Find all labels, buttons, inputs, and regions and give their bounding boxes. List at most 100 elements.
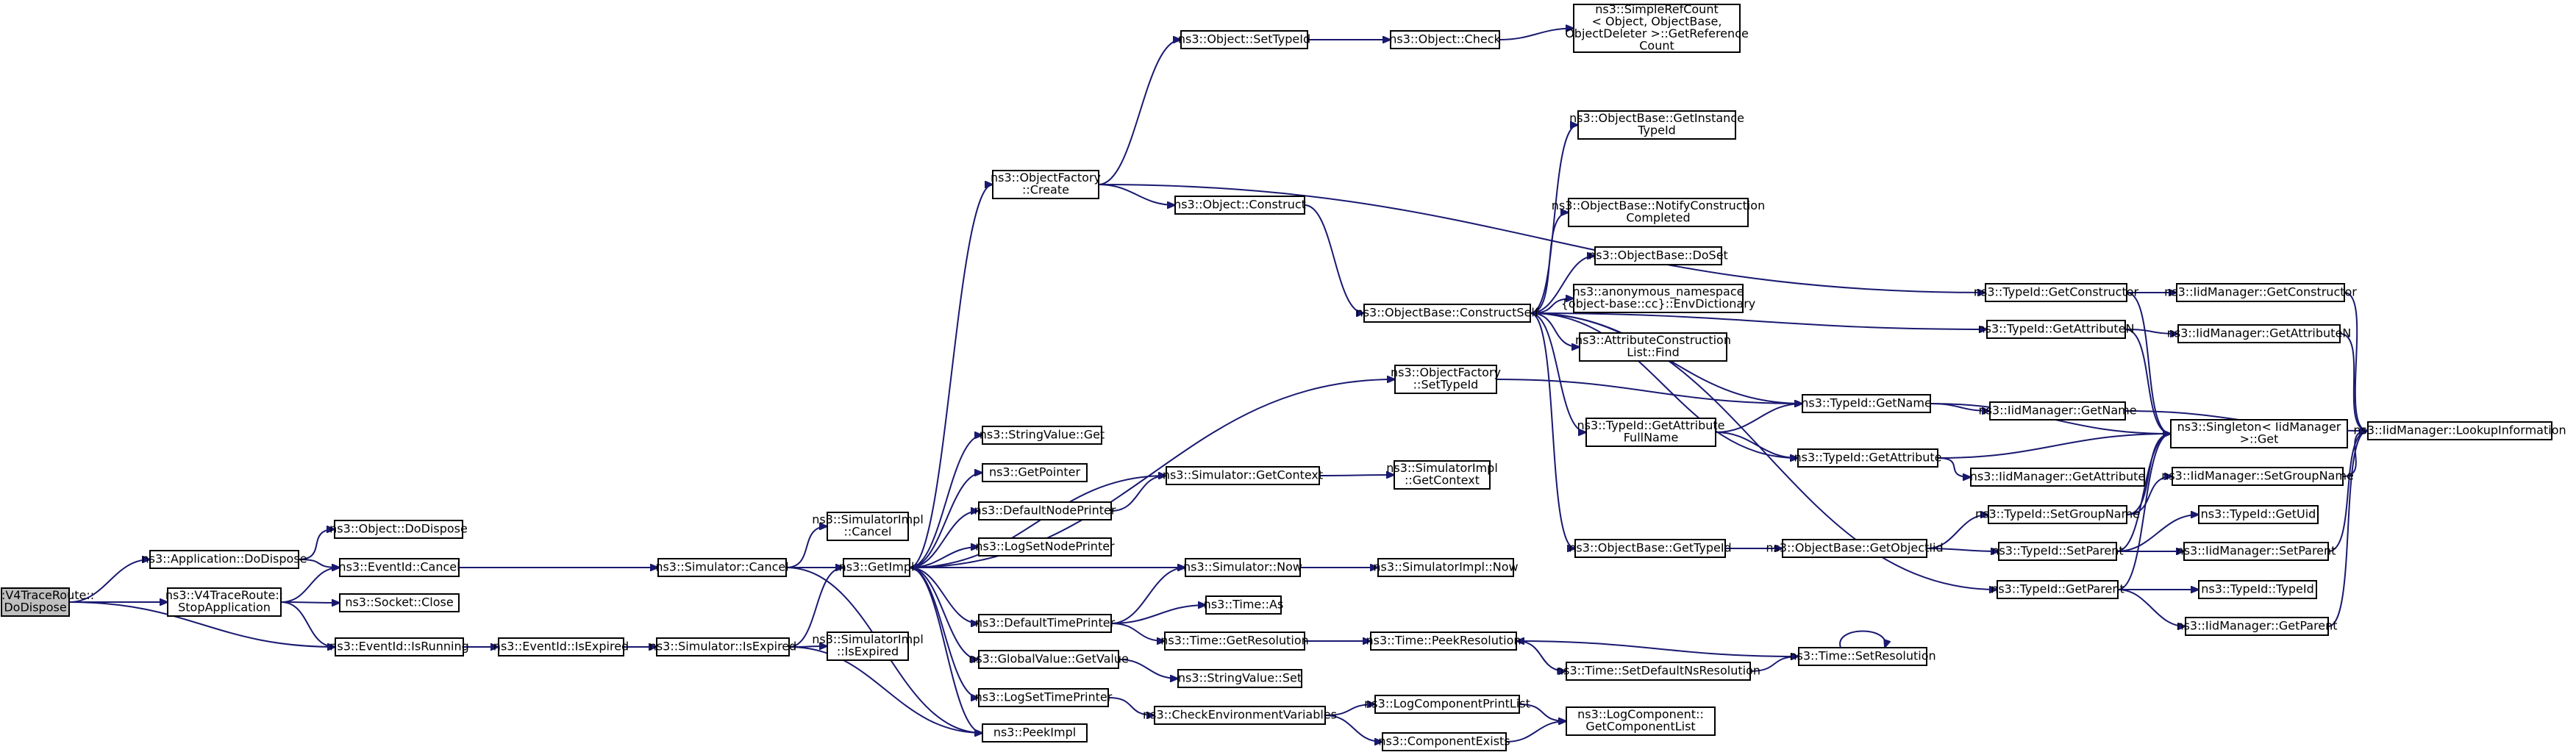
edge-tidGetParent-to-iidGetParent	[2117, 589, 2186, 626]
node-box	[978, 501, 1112, 520]
node-simImplNow[interactable]: ns3::SimulatorImpl::Now	[1373, 558, 1519, 577]
node-label: ns3::Object::DoDispose	[329, 521, 468, 535]
node-stringSet[interactable]: ns3::StringValue::Set	[1177, 669, 1302, 688]
node-defTimePrinter[interactable]: ns3::DefaultTimePrinter	[975, 614, 1116, 633]
node-obDoSet[interactable]: ns3::ObjectBase::DoSet	[1588, 246, 1728, 265]
node-timeGetRes[interactable]: ns3::Time::GetResolution	[1160, 631, 1309, 651]
node-isRunning[interactable]: ns3::EventId::IsRunning	[329, 637, 469, 656]
edge-stopApp-to-isRunning	[280, 601, 335, 647]
edge-tidGetParent-to-singletonGet	[2117, 434, 2171, 590]
edge-constructSelf-to-obDoSet	[1530, 256, 1595, 314]
node-box	[1377, 558, 1514, 577]
node-iidSetParent[interactable]: ns3::IidManager::SetParent	[2177, 542, 2336, 561]
node-stopApp[interactable]: ns3::V4TraceRoute::StopApplication	[165, 587, 283, 617]
node-getPointer[interactable]: ns3::GetPointer	[982, 463, 1088, 482]
node-tidGetAttributeN[interactable]: ns3::TypeId::GetAttributeN	[1978, 320, 2135, 339]
node-socketClose[interactable]: ns3::Socket::Close	[339, 593, 460, 612]
node-iidLookup[interactable]: ns3::IidManager::LookupInformation	[2353, 421, 2566, 440]
node-timeAs[interactable]: ns3::Time::As	[1204, 595, 1284, 615]
node-simCancel[interactable]: ns3::Simulator::Cancel	[655, 558, 789, 577]
node-objConstruct[interactable]: ns3::Object::Construct	[1174, 196, 1306, 215]
edge-objCheck-to-simpleRefCount	[1499, 29, 1574, 40]
node-getObjectIid[interactable]: ns3::ObjectBase::GetObjectIid	[1766, 539, 1944, 558]
node-timeSetRes[interactable]: ns3::Time::SetResolution	[1789, 647, 1936, 666]
node-tidSetGroupName[interactable]: ns3::TypeId::SetGroupName	[1975, 505, 2140, 524]
node-label: ns3::ObjectBase::NotifyConstruction	[1552, 198, 1765, 212]
node-box	[2185, 617, 2329, 636]
node-simImplCancel[interactable]: ns3::SimulatorImpl::Cancel	[812, 512, 924, 541]
node-tidGetName[interactable]: ns3::TypeId::GetName	[1801, 394, 1932, 413]
node-simNow[interactable]: ns3::Simulator::Now	[1183, 558, 1302, 577]
node-box	[2170, 419, 2348, 448]
node-logSetNodePrinter[interactable]: ns3::LogSetNodePrinter	[975, 537, 1115, 557]
node-setDefNsRes[interactable]: ns3::Time::SetDefaultNsResolution	[1556, 662, 1760, 681]
node-logSetTimePrinter[interactable]: ns3::LogSetTimePrinter	[975, 688, 1113, 707]
node-tidGetAttribute[interactable]: ns3::TypeId::GetAttribute	[1794, 448, 1942, 468]
node-box	[1394, 460, 1491, 490]
node-label: ns3::ObjectBase::GetObjectIid	[1766, 540, 1943, 554]
edge-checkEnv-to-compExists	[1324, 715, 1382, 742]
node-peekRes[interactable]: ns3::Time::PeekResolution	[1366, 631, 1521, 651]
node-eventCancel[interactable]: ns3::EventId::Cancel	[338, 558, 460, 577]
node-objDoDispose[interactable]: ns3::Object::DoDispose	[329, 520, 468, 539]
node-box	[1782, 539, 1927, 558]
node-objCheck[interactable]: ns3::Object::Check	[1389, 30, 1502, 49]
node-tidGetUid[interactable]: ns3::TypeId::GetUid	[2198, 505, 2319, 524]
node-box	[1986, 320, 2126, 339]
node-tidSetParent[interactable]: ns3::TypeId::SetParent	[1991, 542, 2124, 561]
node-appDoDispose[interactable]: ns3::Application::DoDispose	[142, 550, 307, 569]
node-simpleRefCount[interactable]: ns3::SimpleRefCount< Object, ObjectBase,…	[1565, 2, 1749, 53]
node-checkEnv[interactable]: ns3::CheckEnvironmentVariables	[1143, 706, 1337, 725]
node-box	[1566, 706, 1716, 736]
node-simImplIsExpired[interactable]: ns3::SimulatorImpl::IsExpired	[812, 631, 924, 661]
node-iidGetAttributeN[interactable]: ns3::IidManager::GetAttributeN	[2167, 324, 2352, 343]
node-box	[339, 593, 460, 612]
node-simGetContext[interactable]: ns3::Simulator::GetContext	[1163, 466, 1323, 485]
edge-defNodePrinter-to-simGetContext	[1110, 476, 1166, 512]
node-singletonGet[interactable]: ns3::Singleton< IidManager >::Get	[2170, 419, 2348, 448]
node-setTypeIdObj[interactable]: ns3::Object::SetTypeId	[1178, 30, 1310, 49]
node-getCompList[interactable]: ns3::LogComponent::GetComponentList	[1566, 706, 1716, 736]
edge-simIsExpired-to-getImpl	[788, 568, 843, 648]
node-defNodePrinter[interactable]: ns3::DefaultNodePrinter	[974, 501, 1116, 520]
edge-constructSelf-to-getAttrFullName	[1530, 312, 1586, 432]
node-root[interactable]: ns3::V4TraceRoute::DoDispose	[0, 587, 94, 617]
edge-stopApp-to-eventCancel	[280, 568, 340, 603]
node-simImplGetContext[interactable]: ns3::SimulatorImpl::GetContext	[1386, 460, 1498, 490]
node-tidTypeId[interactable]: ns3::TypeId::TypeId	[2198, 580, 2317, 599]
node-obGetTypeId[interactable]: ns3::ObjectBase::GetTypeId	[1569, 539, 1732, 558]
node-envDictionary[interactable]: ns3::anonymous_namespace{object-base::cc…	[1561, 284, 1756, 313]
node-box	[657, 558, 787, 577]
node-compExists[interactable]: ns3::ComponentExists	[1378, 732, 1510, 751]
node-constructSelf[interactable]: ns3::ObjectBase::ConstructSelf	[1356, 304, 1539, 323]
node-iidGetConstructor[interactable]: ns3::IidManager::GetConstructor	[2164, 283, 2357, 302]
node-box	[2198, 580, 2317, 599]
node-factoryCreate[interactable]: ns3::ObjectFactory::Create	[991, 170, 1101, 199]
node-notifyConstruction[interactable]: ns3::ObjectBase::NotifyConstructionCompl…	[1552, 198, 1765, 227]
node-iidGetAttribute[interactable]: ns3::IidManager::GetAttribute	[1970, 468, 2146, 487]
node-tidGetParent[interactable]: ns3::TypeId::GetParent	[1991, 580, 2124, 599]
node-simIsExpired[interactable]: ns3::Simulator::IsExpired	[649, 637, 797, 656]
node-stringGet[interactable]: ns3::StringValue::Get	[980, 426, 1105, 445]
node-getImpl[interactable]: ns3::GetImpl	[839, 558, 915, 577]
node-iidGetParent[interactable]: ns3::IidManager::GetParent	[2176, 617, 2338, 636]
node-iidGetName[interactable]: ns3::IidManager::GetName	[1978, 401, 2137, 421]
node-label: ns3::Time::GetResolution	[1160, 633, 1309, 647]
node-factorySetTypeId[interactable]: ns3::ObjectFactory::SetTypeId	[1391, 365, 1501, 394]
edge-defTimePrinter-to-simNow	[1110, 568, 1185, 624]
node-label: ns3::TypeId::TypeId	[2201, 582, 2313, 595]
node-box	[149, 550, 299, 569]
node-label: ns3::SimulatorImpl::Now	[1373, 559, 1518, 573]
node-gvGetValue[interactable]: ns3::GlobalValue::GetValue	[968, 650, 1129, 669]
node-box	[1798, 647, 1927, 666]
node-logCompPrintList[interactable]: ns3::LogComponentPrintList	[1364, 695, 1530, 714]
node-iidSetGroupName[interactable]: ns3::IidManager::SetGroupName	[2161, 467, 2354, 486]
node-eventIsExpired[interactable]: ns3::EventId::IsExpired	[493, 637, 629, 656]
node-tidGetConstructor[interactable]: ns3::TypeId::GetConstructor	[1974, 283, 2139, 302]
node-label: ns3::EventId::Cancel	[338, 559, 460, 573]
node-peekImpl[interactable]: ns3::PeekImpl	[982, 723, 1088, 743]
edge-getAttrFullName-to-tidGetAttribute	[1715, 432, 1798, 458]
